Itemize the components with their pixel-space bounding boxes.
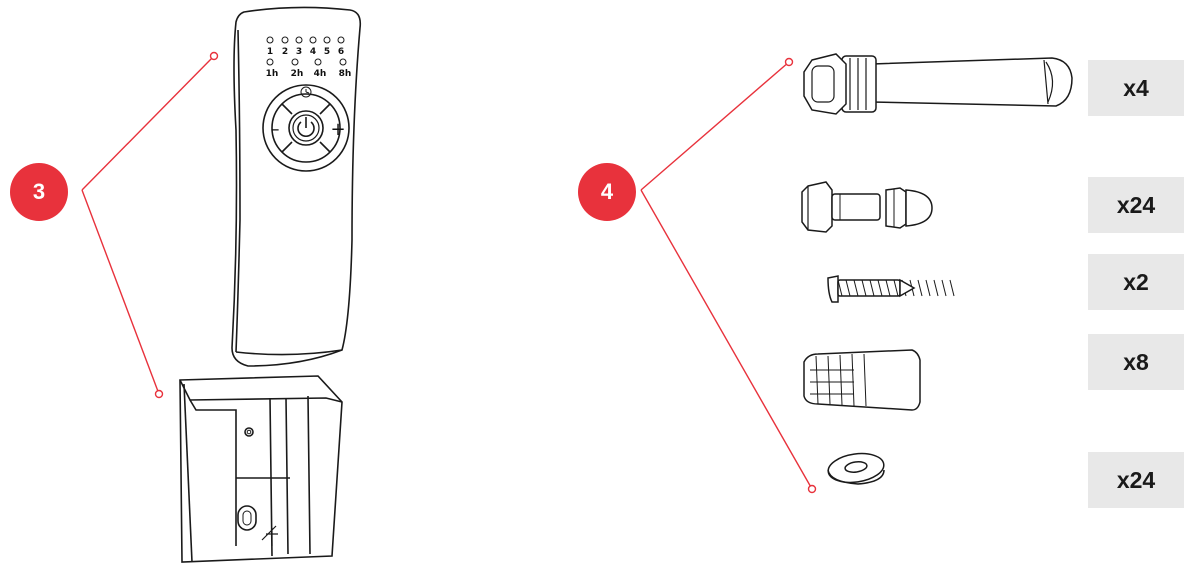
- timer-label: 4h: [314, 69, 327, 79]
- bolt-cap-nut-illustration: [801, 181, 933, 233]
- callout-4-leaders: [640, 61, 813, 490]
- timer-label: 8h: [339, 69, 352, 79]
- callout-badge-4: 4: [578, 163, 636, 221]
- program-label: 2: [282, 47, 288, 57]
- quantity-box-screw: x2: [1088, 254, 1184, 310]
- quantity-label: x24: [1116, 466, 1156, 493]
- remote-bottom-edge: [235, 349, 343, 356]
- quantity-box-wall-plug: x8: [1088, 334, 1184, 390]
- plus-button-label: +: [330, 119, 345, 140]
- callout-3-leaders: [81, 55, 215, 395]
- leader-end-dot: [807, 484, 817, 494]
- program-label: 5: [324, 47, 330, 57]
- program-label: 3: [296, 47, 302, 57]
- anchor-bolt-illustration: [803, 53, 1073, 115]
- leader-end-dot: [209, 51, 219, 61]
- leader-end-dot: [784, 57, 794, 67]
- screw-illustration: [827, 275, 955, 303]
- program-label: 1: [267, 47, 273, 57]
- timer-label: 1h: [266, 69, 279, 79]
- wall-holder-illustration: [179, 375, 343, 563]
- power-icon: [297, 121, 315, 137]
- quantity-label: x2: [1123, 268, 1149, 295]
- minus-button-label: –: [271, 119, 280, 140]
- quantity-label: x8: [1123, 348, 1149, 375]
- quantity-box-bolt-cap-nut: x24: [1088, 177, 1184, 233]
- clock-icon: [300, 86, 312, 98]
- program-indicators: [266, 36, 345, 44]
- callout-number: 4: [600, 179, 614, 204]
- holder-slot: [237, 505, 257, 531]
- timer-indicators: [266, 58, 347, 66]
- washer-illustration: [827, 452, 885, 485]
- leader-end-dot: [154, 389, 164, 399]
- callout-number: 3: [32, 179, 46, 204]
- holder-arrow: [261, 525, 278, 546]
- program-label: 4: [310, 47, 316, 57]
- quantity-box-washer: x24: [1088, 452, 1184, 508]
- holder-small-hole: [244, 427, 254, 437]
- callout-badge-3: 3: [10, 163, 68, 221]
- control-pad: [262, 84, 350, 172]
- wall-plug-illustration: [803, 349, 921, 411]
- quantity-label: x24: [1116, 191, 1156, 218]
- holder-body: [179, 375, 343, 563]
- remote-side-edge: [235, 29, 241, 353]
- quantity-box-anchor-bolt: x4: [1088, 60, 1184, 116]
- remote-control-illustration: [231, 6, 362, 367]
- quantity-label: x4: [1123, 74, 1149, 101]
- holder-left-edge: [183, 383, 193, 563]
- timer-label: 2h: [291, 69, 304, 79]
- program-label: 6: [338, 47, 344, 57]
